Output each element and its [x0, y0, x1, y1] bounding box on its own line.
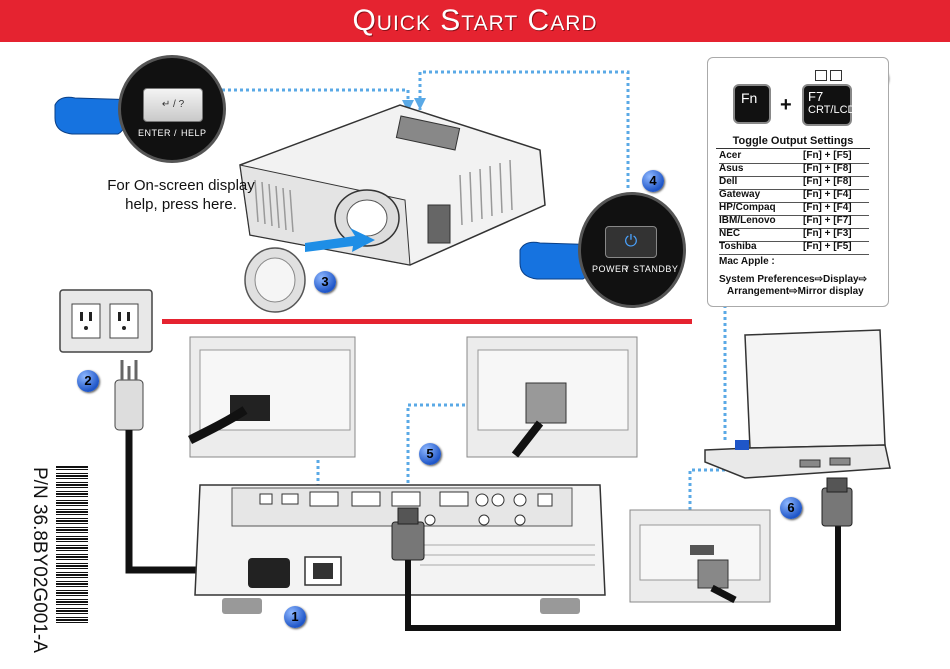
mac-title: Mac Apple : — [719, 256, 775, 267]
f7-label: F7 — [808, 89, 824, 104]
wall-outlet — [59, 289, 153, 353]
plus-sign: + — [780, 94, 792, 116]
arrow-down-icon — [402, 100, 414, 112]
step-1-badge: 1 — [284, 606, 306, 628]
title-banner — [0, 0, 950, 42]
barcode — [56, 466, 88, 626]
help-label: HELP — [181, 128, 207, 138]
photo-vga-port — [466, 336, 638, 458]
photo-power-port — [187, 336, 356, 458]
part-number: P/N 36.8BY02G001-A — [29, 467, 50, 653]
toggle-row: NEC[Fn] + [F3] — [719, 228, 869, 242]
mac-instructions-line-1: System Preferences⇨Display⇨ — [719, 274, 867, 285]
help-note: For On-screen display help, press here. — [107, 177, 255, 213]
enter-connector-line — [222, 88, 410, 112]
power-connector-line — [418, 70, 630, 188]
power-standby-key-closeup — [578, 192, 686, 308]
projector-top — [239, 104, 546, 266]
laptop — [704, 329, 891, 479]
f7-key: F7 CRT/LCD — [802, 84, 856, 126]
enter-key[interactable]: ↵ / ? — [143, 88, 203, 122]
toggle-row: Toshiba[Fn] + [F5] — [719, 241, 869, 255]
toggle-row: Dell[Fn] + [F8] — [719, 176, 869, 190]
photo-laptop-port — [629, 509, 771, 604]
monitor-icon — [830, 70, 842, 81]
toggle-output-title: Toggle Output Settings — [716, 135, 870, 149]
step-2-badge: 2 — [77, 370, 99, 392]
vga-cable — [391, 477, 853, 631]
toggle-row: Gateway[Fn] + [F4] — [719, 189, 869, 203]
crt-lcd-label: CRT/LCD — [808, 104, 856, 116]
toggle-row: Asus[Fn] + [F8] — [719, 163, 869, 177]
power-label: POWER — [592, 264, 629, 274]
power-key[interactable]: ⏻ — [605, 226, 657, 258]
enter-label: ENTER — [138, 128, 172, 138]
page-title: Quick Start Card — [352, 4, 598, 37]
mac-instructions-line-2: Arrangement⇨Mirror display — [727, 286, 864, 297]
section-divider — [162, 319, 692, 324]
label-slash: / — [626, 264, 630, 274]
toggle-row: IBM/Lenovo[Fn] + [F7] — [719, 215, 869, 229]
toggle-row: HP/Compaq[Fn] + [F4] — [719, 202, 869, 216]
fn-key: Fn — [733, 84, 771, 124]
standby-label: STANDBY — [633, 264, 679, 274]
label-slash: / — [174, 128, 178, 138]
toggle-row: Acer[Fn] + [F5] — [719, 150, 869, 164]
step-3-badge: 3 — [314, 271, 336, 293]
power-plug — [248, 558, 290, 588]
step-5-badge: 5 — [419, 443, 441, 465]
monitor-icon — [815, 70, 827, 81]
step-6-badge: 6 — [780, 497, 802, 519]
laptop-connector-line — [688, 468, 735, 510]
arrow-down-icon — [414, 98, 426, 110]
step-4-badge: 4 — [642, 170, 664, 192]
vga-connector-line — [406, 403, 465, 495]
